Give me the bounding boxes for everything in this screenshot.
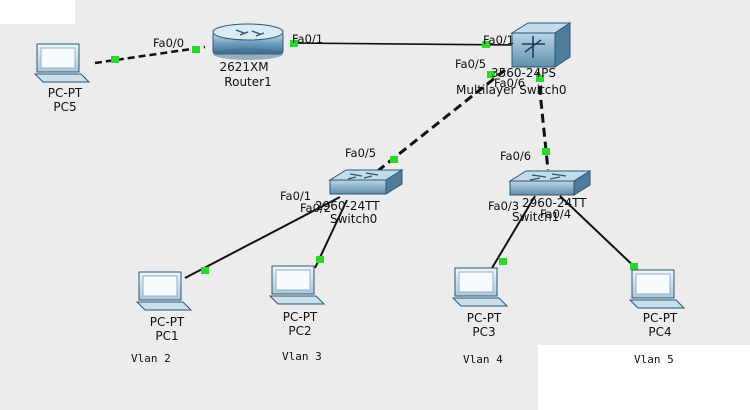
switch1-name: Switch1 xyxy=(512,210,560,224)
link-multilayer-switch1[interactable] xyxy=(536,71,550,171)
vlan-label-pc1: Vlan 2 xyxy=(131,352,171,365)
pc1-icon[interactable] xyxy=(135,271,193,311)
link-light xyxy=(482,41,490,48)
pc2-type: PC-PT xyxy=(282,310,318,324)
bottom-right-blank xyxy=(538,345,750,410)
link-light xyxy=(111,56,119,63)
pc1-type: PC-PT xyxy=(149,315,185,329)
link-light xyxy=(630,263,638,270)
link-pc5-router[interactable] xyxy=(94,45,206,65)
router1-model: 2621XM xyxy=(219,60,269,74)
switch0-icon[interactable] xyxy=(328,169,404,195)
link-light xyxy=(201,267,209,274)
pc5-icon[interactable] xyxy=(33,43,91,83)
port-label-router-fa00: Fa0/0 xyxy=(153,36,185,50)
multilayer-switch-name: Multilayer Switch0 xyxy=(456,83,567,97)
pc4-name: PC4 xyxy=(648,325,672,339)
link-light xyxy=(536,75,544,82)
router-icon[interactable] xyxy=(212,23,284,60)
link-indicators xyxy=(111,40,638,274)
top-left-blank xyxy=(0,0,75,24)
link-light xyxy=(192,46,200,53)
pc4-type: PC-PT xyxy=(642,311,678,325)
vlan-label-pc2: Vlan 3 xyxy=(282,350,322,363)
port-label-router-fa01: Fa0/1 xyxy=(292,32,324,46)
pc2-icon[interactable] xyxy=(268,265,326,305)
switch1-model: 2960-24TT xyxy=(522,196,587,210)
port-label-ml-fa01: Fa0/1 xyxy=(483,33,515,47)
port-label-swl-fa01: Fa0/1 xyxy=(280,189,312,203)
link-light xyxy=(390,156,398,163)
link-light xyxy=(290,40,298,47)
router1-name: Router1 xyxy=(224,75,272,89)
pc2-name: PC2 xyxy=(288,324,312,338)
pc4-icon[interactable] xyxy=(628,269,686,309)
pc3-type: PC-PT xyxy=(466,311,502,325)
link-router-multilayer[interactable] xyxy=(289,42,516,46)
port-label-ml-fa06: Fa0/6 xyxy=(494,76,526,90)
port-label-ml-fa05: Fa0/5 xyxy=(455,57,487,71)
link-light xyxy=(487,71,495,78)
links xyxy=(94,42,643,279)
vlan-label-pc3: Vlan 4 xyxy=(463,353,503,366)
link-switch1-pc4[interactable] xyxy=(559,195,643,275)
pc1-name: PC1 xyxy=(155,329,179,343)
switch0-name: Switch0 xyxy=(330,212,378,226)
link-switch1-pc3[interactable] xyxy=(491,195,536,269)
port-label-swr-fa04: Fa0/4 xyxy=(540,207,572,221)
vlan-label-pc4: Vlan 5 xyxy=(634,353,674,366)
switch0-model: 2960-24TT xyxy=(315,199,380,213)
pc5-name: PC5 xyxy=(53,100,77,114)
link-light xyxy=(316,256,324,263)
switch1-icon[interactable] xyxy=(508,170,592,196)
port-label-swl-fa02: Fa0/2 xyxy=(300,201,332,215)
pc3-icon[interactable] xyxy=(451,267,509,307)
port-label-swr-fa06: Fa0/6 xyxy=(500,149,532,163)
multilayer-switch-icon[interactable] xyxy=(510,22,572,68)
pc5-type: PC-PT xyxy=(47,86,83,100)
port-label-swl-fa05: Fa0/5 xyxy=(345,146,377,160)
pc3-name: PC3 xyxy=(472,325,496,339)
multilayer-switch-model: 3560-24PS xyxy=(491,66,556,80)
link-light xyxy=(499,258,507,265)
port-label-swr-fa03: Fa0/3 xyxy=(488,199,520,213)
link-light xyxy=(542,148,550,155)
link-switch0-pc1[interactable] xyxy=(184,196,341,279)
